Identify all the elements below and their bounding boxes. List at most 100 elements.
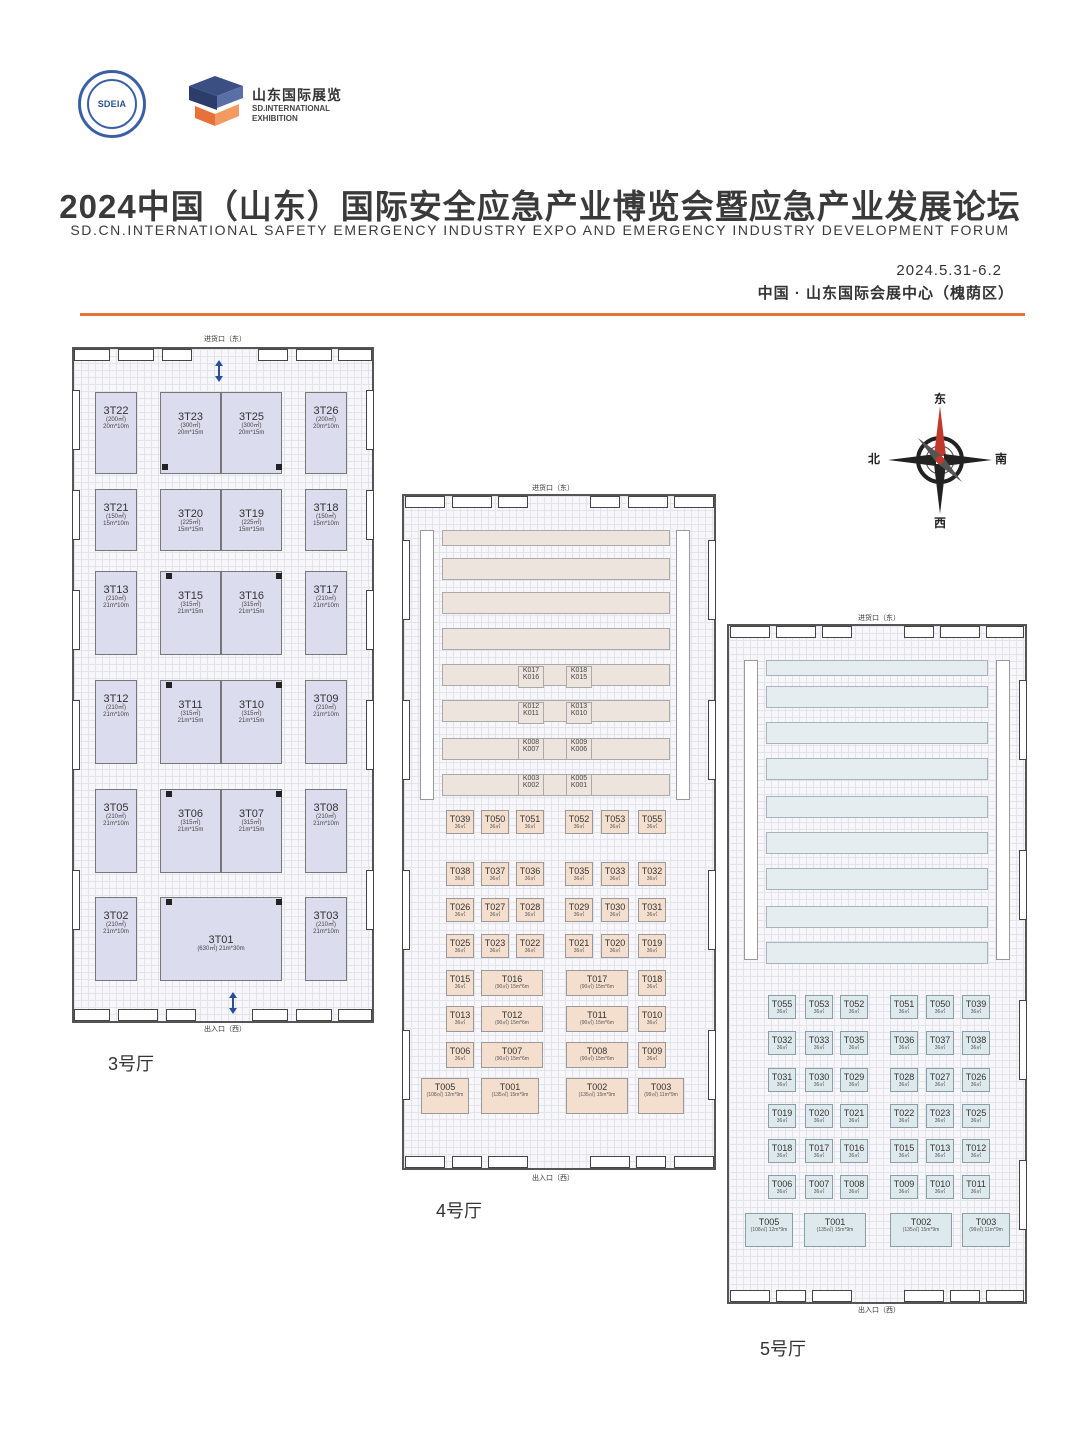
booth[interactable]: 3T26(200㎡)20m*10m xyxy=(305,392,347,474)
booth[interactable]: 3T01(630㎡) 21m*30m xyxy=(160,897,282,981)
booth[interactable]: 3T16(315㎡)21m*15m xyxy=(221,571,282,655)
booth[interactable]: 3T19(225㎡)15m*15m xyxy=(221,489,282,551)
booth[interactable]: T016(90㎡) 15m*6m xyxy=(481,970,543,996)
booth[interactable]: 3T20(225㎡)15m*15m xyxy=(160,489,221,551)
booth[interactable]: T001(135㎡) 15m*9m xyxy=(481,1078,539,1114)
booth[interactable]: T008(90㎡) 15m*6m xyxy=(566,1042,628,1068)
booth[interactable]: 3T06(315㎡)21m*15m xyxy=(160,789,221,873)
booth[interactable]: 3T22(200㎡)20m*10m xyxy=(95,392,137,474)
booth[interactable]: 3T09(210㎡)21m*10m xyxy=(305,680,347,764)
booth[interactable]: 3T21(150㎡)15m*10m xyxy=(95,489,137,551)
booth[interactable]: 3T10(315㎡)21m*15m xyxy=(221,680,282,764)
booth[interactable]: 3T12(210㎡)21m*10m xyxy=(95,680,137,764)
booth[interactable]: 3T08(210㎡)21m*10m xyxy=(305,789,347,873)
booth[interactable]: 3T18(150㎡)15m*10m xyxy=(305,489,347,551)
booth[interactable]: 3T23(300㎡)20m*15m xyxy=(160,392,221,474)
booth[interactable]: T002(135㎡) 15m*9m xyxy=(890,1213,952,1247)
booth[interactable]: T003(99㎡) 11m*9m xyxy=(962,1213,1010,1247)
booth[interactable]: 3T03(210㎡)21m*10m xyxy=(305,897,347,981)
booth[interactable]: T001(135㎡) 15m*9m xyxy=(804,1213,866,1247)
booth[interactable]: T007(90㎡) 15m*6m xyxy=(481,1042,543,1068)
booth[interactable]: T005(108㎡) 12m*9m xyxy=(421,1078,469,1114)
booth[interactable]: T003(99㎡) 11m*9m xyxy=(638,1078,684,1114)
booth[interactable]: T012(90㎡) 15m*6m xyxy=(481,1006,543,1032)
booth[interactable]: 3T15(315㎡)21m*15m xyxy=(160,571,221,655)
booth[interactable]: T017(90㎡) 15m*6m xyxy=(566,970,628,996)
booth[interactable]: 3T17(210㎡)21m*10m xyxy=(305,571,347,655)
booth[interactable]: 3T05(210㎡)21m*10m xyxy=(95,789,137,873)
booth[interactable]: T011(90㎡) 15m*6m xyxy=(566,1006,628,1032)
booth[interactable]: 3T13(210㎡)21m*10m xyxy=(95,571,137,655)
booth[interactable]: T005(108㎡) 12m*9m xyxy=(745,1213,793,1247)
booth[interactable]: 3T07(315㎡)21m*15m xyxy=(221,789,282,873)
booth[interactable]: T002(135㎡) 15m*9m xyxy=(566,1078,628,1114)
